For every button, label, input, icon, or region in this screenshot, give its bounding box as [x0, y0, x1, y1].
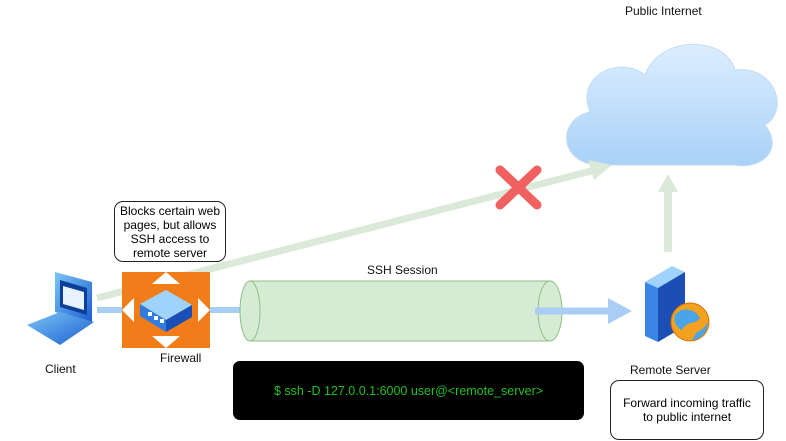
terminal-panel: $ ssh -D 127.0.0.1:6000 user@<remote_ser…: [233, 361, 584, 420]
server-to-internet-arrow: [658, 174, 678, 252]
public-internet-label: Public Internet: [625, 4, 702, 18]
blocked-x-icon: [495, 165, 542, 210]
cloud-icon: [566, 43, 778, 167]
ssh-session-label: SSH Session: [367, 263, 438, 277]
server-note: Forward incoming traffic to public inter…: [610, 380, 764, 440]
remote-server-label: Remote Server: [630, 363, 711, 377]
ssh-command: $ ssh -D 127.0.0.1:6000 user@<remote_ser…: [273, 383, 544, 398]
firewall-note: Blocks certain web pages, but allows SSH…: [114, 201, 226, 262]
client-label: Client: [45, 362, 76, 376]
globe-icon: [670, 302, 710, 342]
laptop-icon: [27, 272, 94, 345]
ssh-tunnel-cylinder: [239, 280, 563, 342]
firewall-label: Firewall: [160, 351, 202, 365]
tunnel-to-server-arrow: [535, 298, 632, 324]
firewall-icon: [122, 272, 210, 348]
